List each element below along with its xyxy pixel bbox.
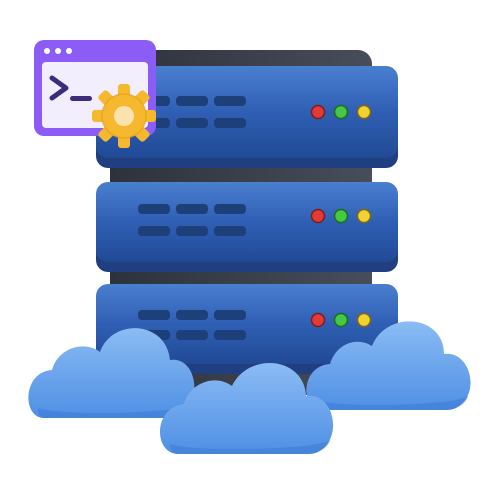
server-unit-3 bbox=[96, 284, 398, 374]
status-light-red bbox=[310, 312, 326, 328]
status-light-yellow bbox=[356, 312, 372, 328]
window-dot bbox=[55, 48, 61, 54]
cloud-icon bbox=[28, 321, 471, 454]
status-light-yellow bbox=[356, 208, 372, 224]
cloud-left bbox=[28, 328, 195, 418]
server-rack-icon bbox=[96, 50, 398, 395]
status-light-green bbox=[333, 104, 349, 120]
server-unit-2 bbox=[96, 182, 398, 272]
prompt-chevron bbox=[49, 75, 69, 101]
cloud-center bbox=[159, 363, 334, 454]
window-dot bbox=[44, 48, 50, 54]
status-light-red bbox=[310, 104, 326, 120]
status-light-red bbox=[310, 208, 326, 224]
status-light-green bbox=[333, 208, 349, 224]
gear-icon bbox=[92, 84, 156, 148]
drive-slots bbox=[138, 204, 246, 236]
window-dot bbox=[66, 48, 72, 54]
prompt-underscore bbox=[70, 96, 92, 101]
status-light-yellow bbox=[356, 104, 372, 120]
drive-slots bbox=[138, 310, 246, 340]
status-light-green bbox=[333, 312, 349, 328]
server-unit-1 bbox=[96, 66, 398, 168]
cloud-right bbox=[306, 321, 471, 410]
